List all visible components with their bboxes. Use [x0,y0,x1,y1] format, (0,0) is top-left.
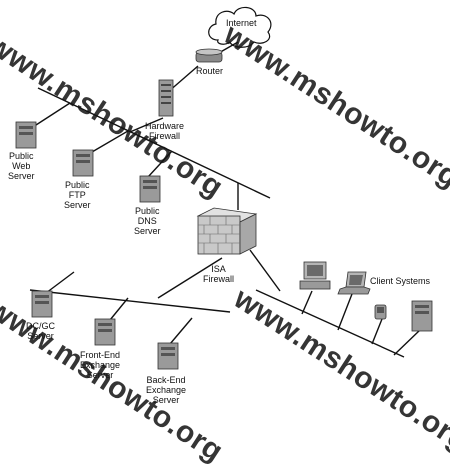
internet-label: Internet [226,18,257,28]
router-label: Router [196,66,224,76]
network-diagram [15,6,433,370]
back-end-exchange-server-icon [157,342,179,370]
isa-firewall-icon [196,207,258,255]
link-dmz-dns [147,150,173,178]
link-isa-internal [157,257,223,299]
internal-segment [29,289,231,313]
front-end-exchange-server-icon [94,318,116,346]
link-cl-pda [371,318,383,345]
dc-gc-server-icon [31,290,53,318]
pda-icon [374,304,387,320]
link-isa-client-lan [249,249,281,292]
desktop-computer-icon [299,261,331,290]
laptop-icon [337,271,371,295]
link-int-fe [109,297,129,321]
hardware-firewall-icon [158,79,174,117]
link-cl-server [393,329,421,356]
dmz-segment [37,87,271,199]
link-cl-laptop [337,293,353,331]
internet-cloud-icon [208,6,272,48]
network-links [29,41,421,358]
ftp-server-icon [72,149,94,177]
link-dmz-ftp [91,130,129,153]
router-icon [195,48,223,63]
link-dmz-web [35,102,71,126]
link-cl-desktop [301,290,313,315]
link-firewall-dmz [129,117,164,133]
client-systems-label: Client Systems [370,276,431,286]
web-server-icon [15,121,37,149]
dns-server-icon [139,175,161,203]
tower-server-icon [411,300,433,332]
link-int-be [169,317,193,345]
client-segment [255,289,405,358]
